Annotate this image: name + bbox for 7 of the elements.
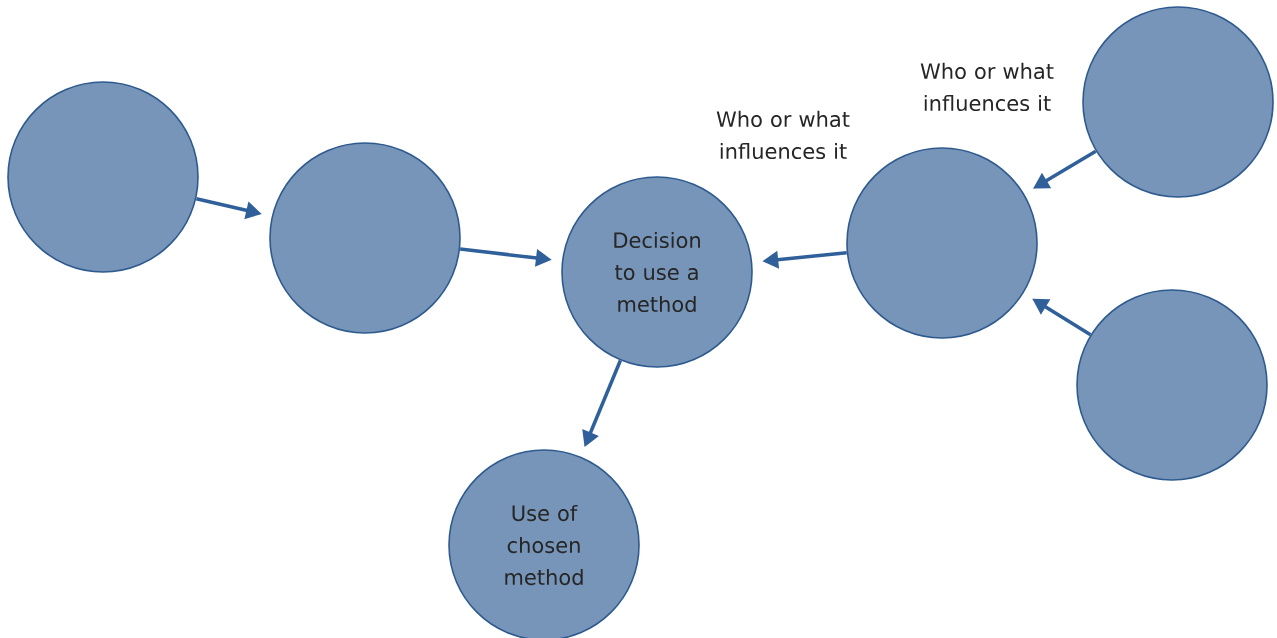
empty-circle [1082,6,1274,198]
empty-circle [269,142,461,334]
empty-circle [1076,289,1268,481]
annotation-text: Who or what influences it [920,62,1054,112]
empty-circle [7,81,199,273]
annotation-text: Who or what influences it [716,110,850,160]
empty-circle [846,147,1038,339]
